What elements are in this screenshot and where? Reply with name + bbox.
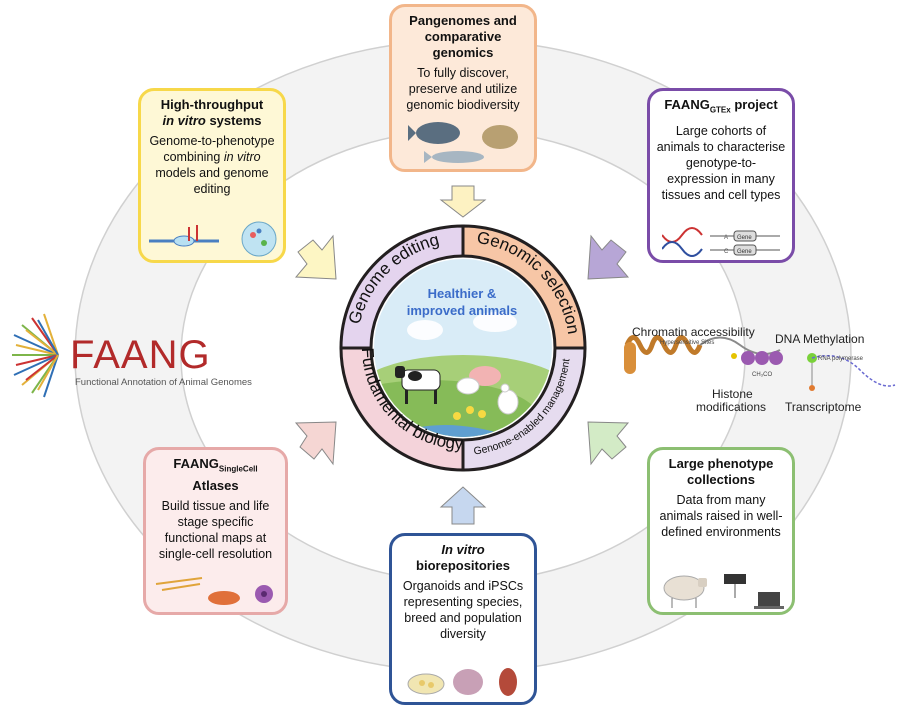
phenotype-title: Large phenotype collections: [668, 456, 774, 487]
faang-logo: FAANG: [70, 333, 211, 377]
dna-methylation-label: DNA Methylation: [775, 332, 865, 346]
arrow-top: [439, 185, 487, 218]
faang-logo-rays: [12, 313, 59, 398]
gene-label-a: A: [724, 235, 728, 241]
high-throughput-body: Genome-to-phenotype combining in vitro m…: [149, 134, 275, 196]
pangenomes-body: To fully discover, preserve and utilize …: [406, 66, 520, 112]
faang-subtitle: Functional Annotation of Animal Genomes: [75, 377, 252, 388]
rna-polymerase-label: RNA polymerase: [818, 356, 864, 362]
central-hub: Genome editing Genomic selection Fundame…: [339, 224, 587, 472]
gene-label-2: Gene: [737, 249, 752, 255]
organoids-icon: [407, 668, 517, 696]
transcriptome-label: Transcriptome: [785, 400, 862, 414]
modifications-label: modifications: [696, 400, 767, 414]
gene-label-1: Gene: [737, 235, 752, 241]
phenotype-box: Large phenotype collections Data from ma…: [647, 447, 795, 615]
high-throughput-box: High-throughput in vitro systems Genome-…: [138, 88, 286, 263]
gtex-box: FAANGGTEx project Large cohorts of anima…: [647, 88, 795, 263]
singlecell-body: Build tissue and life stage specific fun…: [158, 498, 273, 561]
ch3co-label: CH₃CO: [752, 372, 773, 378]
fish-icon: [408, 122, 518, 163]
center-caption: Healthier & improved animals: [406, 286, 518, 318]
gene-expression-icon: A Gene C Gene: [662, 227, 780, 257]
chromatin-accessibility-label: Chromatin accessibility: [632, 325, 755, 339]
histone-label: Histone: [712, 387, 753, 401]
arrow-bottom-right: [587, 421, 630, 466]
singlecell-title: FAANGSingleCell Atlases: [173, 456, 258, 493]
arrow-bottom: [439, 486, 487, 525]
gtex-title: FAANGGTEx project: [664, 97, 778, 115]
biorepositories-title: In vitro biorepositories: [416, 542, 510, 573]
pangenomes-title: Pangenomes and comparative genomics: [409, 13, 517, 60]
arrow-top-left: [294, 234, 337, 280]
arrow-top-right: [587, 234, 630, 280]
gtex-body: Large cohorts of animals to characterise…: [656, 123, 786, 202]
biorepositories-body: Organoids and iPSCs representing species…: [402, 579, 524, 641]
arrow-bottom-left: [294, 421, 337, 466]
biorepositories-box: In vitro biorepositories Organoids and i…: [389, 533, 537, 705]
high-throughput-title: High-throughput in vitro systems: [160, 97, 264, 128]
hypersensitive-sites-label: Hypersensitive Sites: [660, 340, 715, 346]
sheep-camera-icon: [663, 574, 784, 609]
chromatin-graphics: [624, 335, 896, 391]
cells-icon: [155, 577, 273, 605]
pangenomes-box: Pangenomes and comparative genomics To f…: [389, 4, 537, 172]
dna-editing-icon: [149, 221, 277, 257]
gene-label-c: C: [724, 249, 729, 255]
phenotype-body: Data from many animals raised in well-de…: [659, 493, 783, 539]
singlecell-box: FAANGSingleCell Atlases Build tissue and…: [143, 447, 288, 615]
